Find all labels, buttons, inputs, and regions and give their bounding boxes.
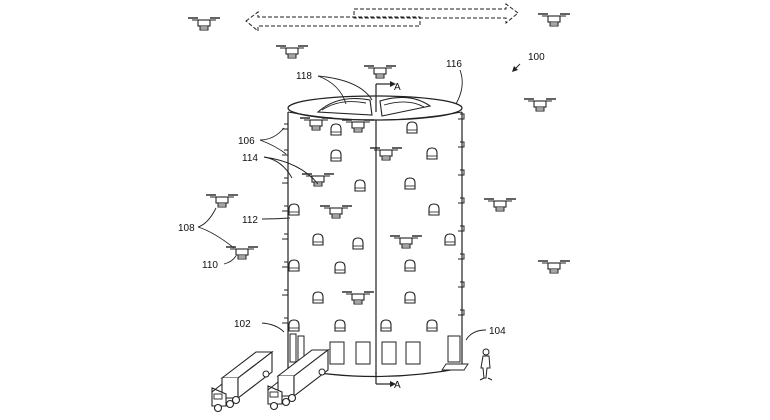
delivery-trucks (211, 349, 329, 413)
leader-lines (197, 63, 521, 341)
label-118: 118 (296, 71, 312, 82)
section-label-top: A (394, 82, 401, 93)
label-110: 110 (202, 260, 218, 271)
flight-path-arrows (245, 3, 519, 33)
section-label-bottom: A (394, 380, 401, 391)
label-102: 102 (234, 319, 251, 330)
label-100: 100 (528, 52, 545, 63)
label-104: 104 (489, 326, 506, 337)
label-108: 108 (178, 223, 195, 234)
label-106: 106 (238, 136, 255, 147)
ground-doors (289, 333, 469, 371)
docked-drones (299, 117, 423, 305)
label-112: 112 (242, 215, 258, 226)
fulfillment-tower (287, 95, 463, 378)
section-line-a (375, 81, 396, 387)
label-114: 114 (242, 153, 258, 164)
person-figure (479, 348, 493, 381)
reference-labels: 100 102 104 106 108 110 112 114 116 118 … (178, 52, 545, 391)
label-116: 116 (446, 59, 462, 70)
facade-bays (288, 121, 456, 332)
